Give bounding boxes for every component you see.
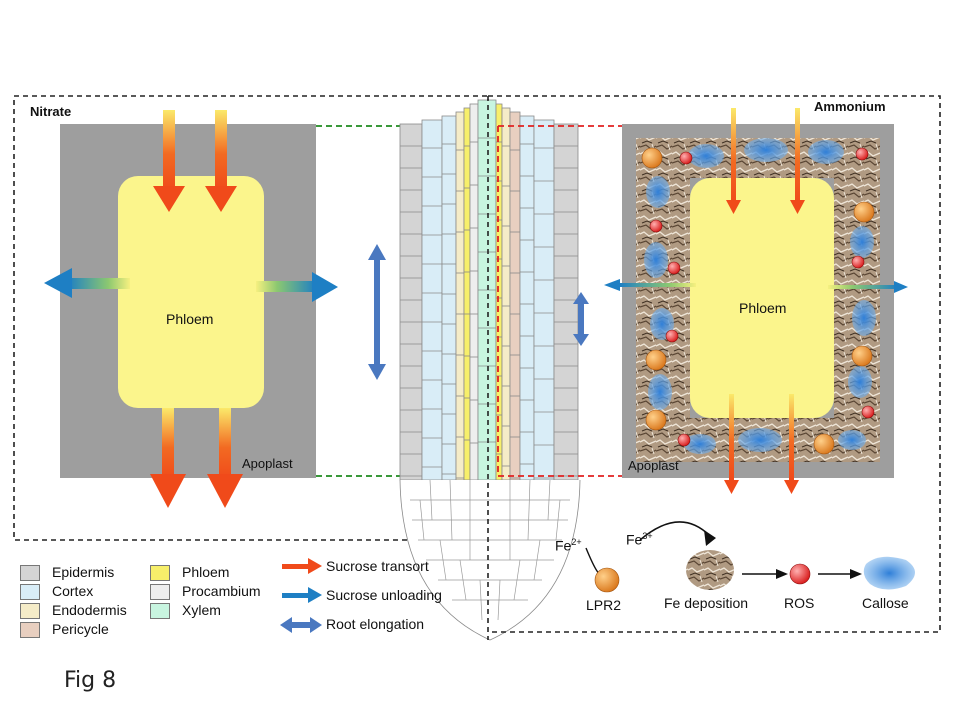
legend-swatch-phloem [150, 565, 170, 581]
figure-caption: Fig 8 [64, 668, 117, 693]
root-tip-schematic [399, 96, 581, 641]
root-column-pericycle [509, 111, 521, 481]
legend-label-sucrose-transport: Sucrose transort [326, 558, 429, 574]
root-column-cortex [421, 119, 443, 481]
sucrose-transport-arrows-in [153, 110, 237, 212]
nitrate-title: Nitrate [30, 104, 72, 119]
root-column-phloem [495, 103, 503, 481]
legend-swatch-procambium [150, 584, 170, 600]
root-elongation-arrow-ammonium [573, 292, 589, 346]
ammonium-apoplast-label: Apoplast [628, 458, 679, 473]
ros-icon [789, 563, 811, 585]
nitrate-phloem-label: Phloem [166, 311, 214, 327]
sucrose-unloading-arrows [44, 268, 338, 302]
ammonium-phloem-region [690, 178, 834, 418]
legend-label-endodermis: Endodermis [52, 602, 127, 618]
ros-markers [649, 147, 875, 447]
fe2-label: Fe2+ [555, 537, 582, 554]
legend-label-phloem: Phloem [182, 564, 230, 580]
ammonium-panel-border [488, 95, 941, 633]
arrow-legend-icons [280, 558, 322, 633]
legend-label-procambium: Procambium [182, 583, 261, 599]
root-column-phloem [463, 107, 471, 481]
fe-deposition-icon [686, 550, 734, 590]
root-column-epidermis [399, 123, 423, 481]
ammonium-phloem-label: Phloem [739, 300, 787, 316]
root-column-cortex [441, 115, 457, 481]
legend-label-epidermis: Epidermis [52, 564, 115, 580]
root-column-endodermis [501, 107, 511, 481]
ammonium-title: Ammonium [814, 99, 886, 114]
lpr2-icon [594, 567, 620, 593]
sucrose-transport-arrows-out [150, 408, 243, 508]
ammonium-panel [488, 95, 941, 633]
root-elongation-arrow-nitrate [368, 244, 386, 380]
legend-label-sucrose-unloading: Sucrose unloading [326, 587, 442, 603]
legend-label-root-elongation: Root elongation [326, 616, 425, 632]
fe-deposition-label: Fe deposition [664, 595, 749, 611]
fe3-label: Fe3+ [626, 531, 653, 548]
legend-swatch-endodermis [20, 603, 40, 619]
root-column-procambium [469, 103, 479, 481]
legend-swatch-cortex [20, 584, 40, 600]
callose-label: Callose [862, 595, 909, 611]
legend-label-xylem: Xylem [182, 602, 221, 618]
root-column-endodermis [455, 111, 465, 481]
callose-deposits [644, 138, 876, 454]
lpr2-markers [641, 147, 875, 455]
legend-swatch-epidermis [20, 565, 40, 581]
nitrate-panel [13, 95, 489, 541]
double-arrow-icon [280, 617, 292, 633]
root-column-cortex [519, 115, 535, 481]
legend-swatch-pericycle [20, 622, 40, 638]
fe-deposition-ring [636, 138, 880, 462]
red-arrow-icon [308, 558, 322, 574]
legend-label-pericycle: Pericycle [52, 621, 109, 637]
ammonium-sucrose-unloading [604, 279, 908, 293]
legend-label-cortex: Cortex [52, 583, 94, 599]
nitrate-phloem-region [118, 176, 264, 408]
legend-swatch-xylem [150, 603, 170, 619]
nitrate-apoplast-label: Apoplast [242, 456, 293, 471]
ammonium-sucrose-transport [724, 108, 805, 494]
lpr2-label: LPR2 [586, 597, 622, 613]
ammonium-zoom-guides [497, 125, 622, 477]
ros-label: ROS [784, 595, 815, 611]
root-column-cortex [533, 119, 555, 481]
callose-icon [863, 556, 915, 590]
fe-ros-callose-pathway [585, 521, 915, 593]
blue-arrow-icon [308, 587, 322, 603]
